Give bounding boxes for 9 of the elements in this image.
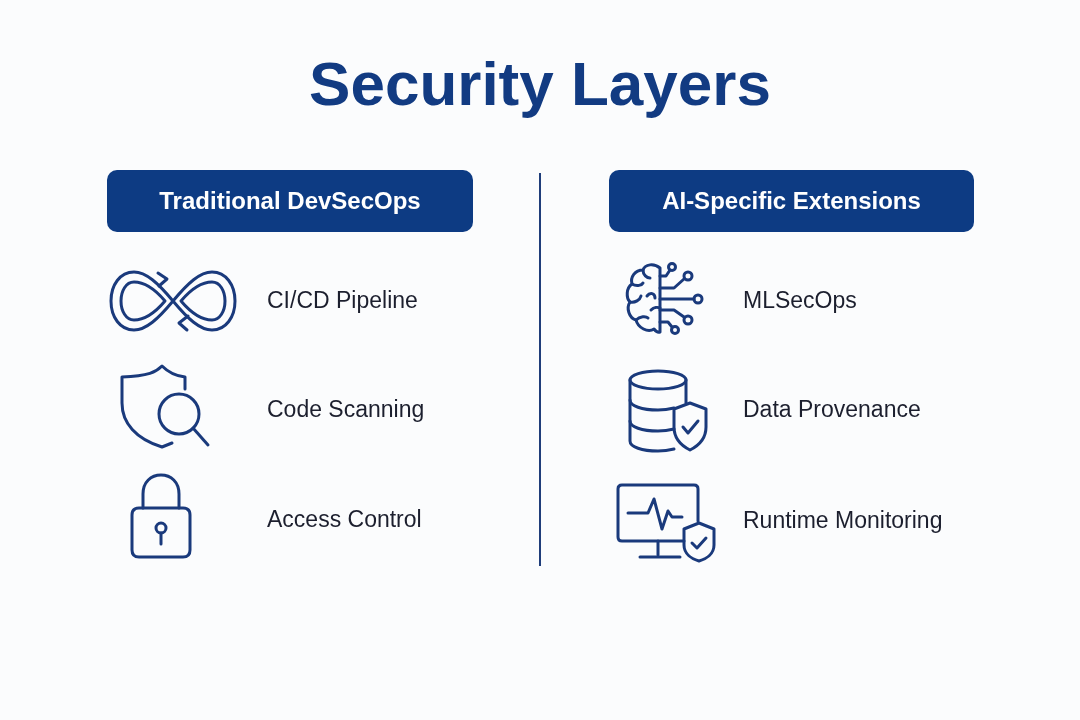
column-header: Traditional DevSecOps [107, 170, 473, 232]
item-label: Data Provenance [743, 395, 921, 423]
title: Security Layers [308, 48, 772, 120]
item-label: Runtime Monitoring [743, 506, 943, 534]
item-label: Code Scanning [267, 395, 425, 423]
item-label: CI/CD Pipeline [267, 286, 418, 314]
item-label: MLSecOps [743, 286, 857, 314]
column-header: AI-Specific Extensions [609, 170, 974, 232]
item-label: Access Control [267, 505, 422, 533]
